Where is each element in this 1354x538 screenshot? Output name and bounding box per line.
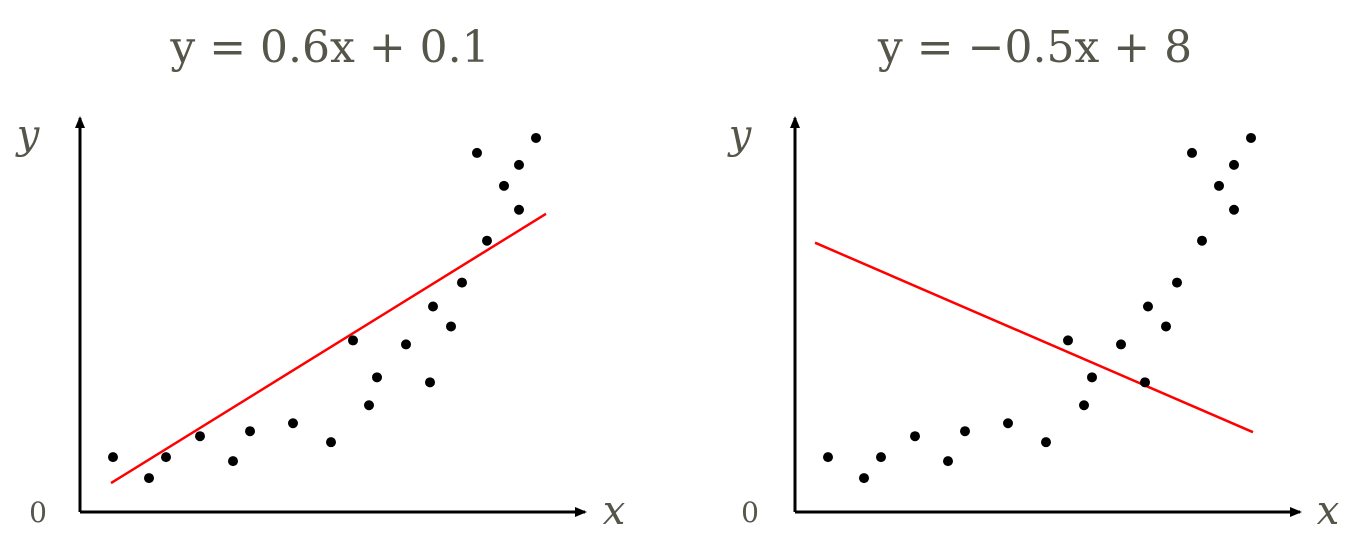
chart-left: y = 0.6x + 0.1 y x 0 [15, 22, 626, 534]
data-point [108, 452, 118, 463]
data-point [859, 473, 869, 484]
data-point [372, 372, 382, 383]
data-point [943, 456, 953, 467]
data-point [1246, 132, 1256, 143]
data-point [1079, 400, 1089, 411]
data-point [1140, 377, 1150, 388]
data-point [326, 437, 336, 448]
data-point [457, 277, 467, 288]
x-axis-label: x [603, 488, 626, 534]
data-point [428, 301, 438, 312]
data-point [1197, 235, 1207, 246]
data-point [1214, 180, 1224, 191]
x-axis-label: x [1317, 488, 1340, 534]
data-point [245, 426, 255, 437]
data-point [1116, 339, 1126, 350]
data-point [1087, 372, 1097, 383]
data-point [1161, 321, 1171, 332]
data-point [228, 456, 238, 467]
data-point [876, 452, 886, 463]
data-point [1187, 147, 1197, 158]
origin-label: 0 [741, 496, 759, 529]
data-point [288, 418, 298, 429]
data-point [514, 204, 524, 215]
data-point [425, 377, 435, 388]
data-point [1229, 159, 1239, 170]
data-point [910, 431, 920, 442]
y-axis-label: y [15, 112, 41, 158]
chart-title: y = 0.6x + 0.1 [169, 22, 489, 73]
data-point [472, 147, 482, 158]
data-point [514, 159, 524, 170]
data-point [446, 321, 456, 332]
data-point [401, 339, 411, 350]
data-point [1063, 335, 1073, 346]
data-point [482, 235, 492, 246]
chart-title: y = −0.5x + 8 [877, 22, 1192, 73]
origin-label: 0 [29, 496, 47, 529]
data-point [1172, 277, 1182, 288]
data-point [1229, 204, 1239, 215]
fit-line [110, 212, 547, 485]
chart-right: y = −0.5x + 8 y x 0 [727, 22, 1340, 534]
fit-line [814, 241, 1254, 434]
y-axis-label: y [727, 112, 753, 158]
data-point [823, 452, 833, 463]
data-point [144, 473, 154, 484]
data-point [1003, 418, 1013, 429]
data-point [531, 132, 541, 143]
data-point [161, 452, 171, 463]
data-point [1041, 437, 1051, 448]
data-point [348, 335, 358, 346]
data-point [499, 180, 509, 191]
data-point [960, 426, 970, 437]
data-point [364, 400, 374, 411]
data-point [195, 431, 205, 442]
data-point [1143, 301, 1153, 312]
